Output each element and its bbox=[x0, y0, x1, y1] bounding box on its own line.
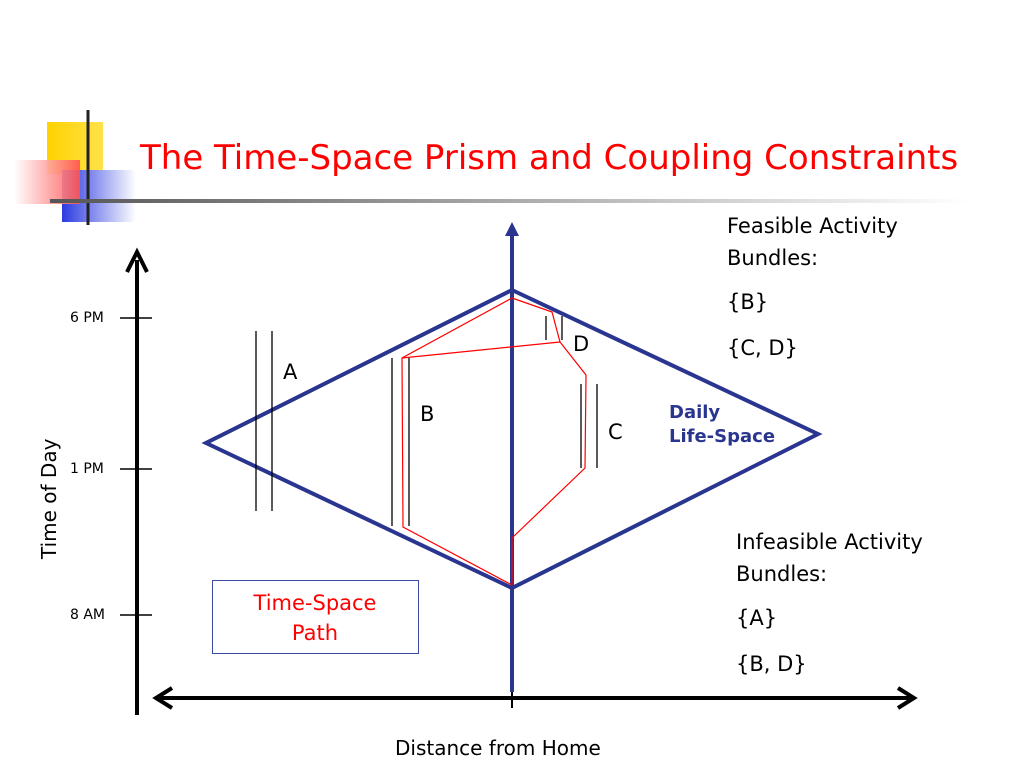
y-tick-label-6pm: 6 PM bbox=[70, 310, 104, 326]
activity-c-bars bbox=[580, 384, 598, 468]
feasible-item: {B} bbox=[727, 290, 769, 314]
path-b-to-d bbox=[401, 341, 561, 359]
header-decoration bbox=[14, 110, 970, 225]
feasible-item: {C, D} bbox=[727, 336, 798, 360]
x-axis-label: Distance from Home bbox=[395, 736, 601, 760]
feasible-heading-line2: Bundles: bbox=[727, 246, 819, 270]
path-via-b bbox=[401, 297, 513, 586]
infeasible-heading-line1: Infeasible Activity bbox=[736, 530, 923, 554]
prism-label: Daily Life-Space bbox=[669, 401, 775, 449]
y-tick-label-1pm: 1 PM bbox=[70, 461, 104, 477]
y-axis-label: Time of Day bbox=[37, 438, 61, 559]
x-axis bbox=[152, 686, 918, 710]
infeasible-item: {B, D} bbox=[736, 652, 807, 676]
prism-label-line1: Daily bbox=[669, 402, 721, 423]
feasible-bundles: Feasible Activity Bundles: {B} {C, D} bbox=[727, 210, 898, 364]
feasible-heading-line1: Feasible Activity bbox=[727, 214, 898, 238]
time-space-prism bbox=[201, 287, 823, 591]
activity-a-label: A bbox=[283, 360, 298, 384]
legend-label-line1: Time-Space bbox=[253, 591, 377, 615]
slide-title: The Time-Space Prism and Coupling Constr… bbox=[140, 138, 959, 178]
activity-a-bars bbox=[255, 331, 273, 511]
home-axis bbox=[505, 222, 519, 692]
time-space-paths bbox=[401, 297, 587, 586]
infeasible-item: {A} bbox=[736, 606, 778, 630]
legend-label: Time-Space Path bbox=[230, 588, 400, 648]
activity-b-bars bbox=[391, 358, 410, 526]
path-via-c-d bbox=[511, 297, 587, 585]
y-tick-label-8am: 8 AM bbox=[70, 607, 106, 623]
legend-box bbox=[212, 580, 419, 654]
legend-label-line2: Path bbox=[291, 621, 339, 645]
y-axis bbox=[120, 247, 152, 715]
infeasible-bundles: Infeasible Activity Bundles: {A} {B, D} bbox=[736, 526, 923, 680]
activity-b-label: B bbox=[420, 402, 435, 426]
activity-c-label: C bbox=[608, 420, 623, 444]
infeasible-heading-line2: Bundles: bbox=[736, 562, 828, 586]
activity-d-bars bbox=[545, 316, 563, 340]
prism-label-line2: Life-Space bbox=[669, 426, 776, 447]
activity-d-label: D bbox=[573, 332, 590, 356]
